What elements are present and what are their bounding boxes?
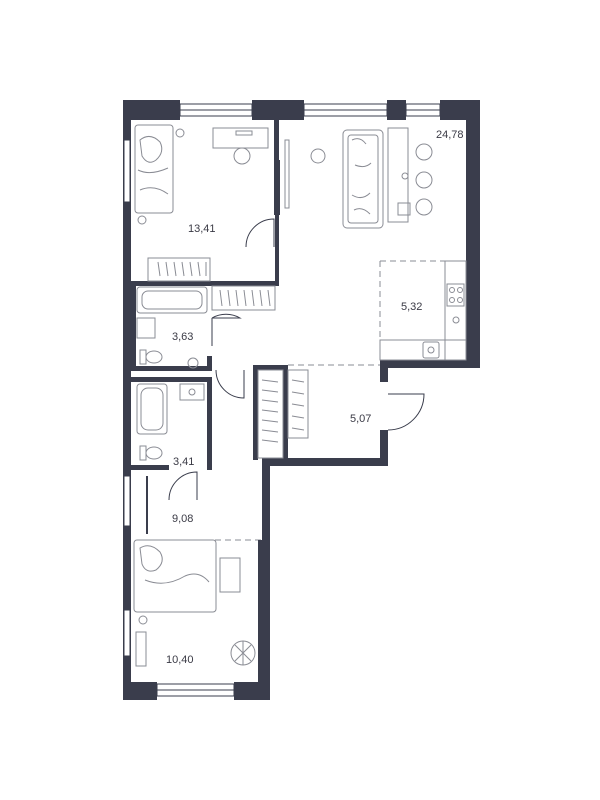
wall-segment	[380, 360, 388, 382]
toilet-icon	[139, 445, 163, 461]
wall-segment	[253, 365, 288, 370]
desk-chair-icon	[135, 631, 147, 667]
wall-segment	[283, 365, 288, 460]
plant-icon	[310, 148, 326, 164]
wall-segment	[146, 476, 148, 534]
window-icon	[123, 609, 131, 657]
wall-segment	[207, 377, 212, 470]
room-area-label: 9,08	[172, 513, 193, 525]
room-area-label: 5,32	[401, 301, 422, 313]
left-windows	[123, 139, 131, 657]
interior-walls	[131, 120, 288, 682]
room-area-label: 10,40	[166, 654, 194, 666]
bathtub-icon	[136, 383, 168, 435]
wall-segment	[131, 465, 169, 470]
wall-segment	[466, 100, 480, 368]
door-swing-icon	[215, 369, 245, 399]
plant-icon	[230, 640, 256, 666]
wall-segment	[123, 682, 157, 700]
bathtub-icon	[136, 286, 208, 314]
wall-segment	[274, 160, 280, 215]
sink-icon	[179, 383, 205, 401]
door-swing-icon	[211, 313, 242, 346]
top-windows	[179, 103, 441, 117]
wall-segment	[252, 100, 304, 120]
wall-segment	[131, 281, 136, 371]
stove-icon	[444, 260, 467, 361]
wall-segment	[274, 120, 279, 160]
wall-segment	[387, 100, 406, 120]
toilet-icon	[139, 349, 199, 369]
wardrobe-icon	[211, 285, 276, 311]
tv-icon	[284, 139, 290, 209]
door-swing-icon	[245, 218, 275, 248]
sink-icon	[379, 339, 467, 361]
window-icon	[123, 475, 131, 527]
wall-segment	[131, 281, 279, 286]
room-area-label: 3,63	[172, 331, 193, 343]
sink-icon	[136, 317, 156, 339]
room-area-label: 5,07	[350, 413, 371, 425]
wall-segment	[131, 366, 211, 371]
window-icon	[123, 139, 131, 203]
wall-segment	[380, 360, 480, 368]
wall-segment	[275, 215, 279, 285]
wall-segment	[262, 458, 270, 700]
door-swing-icon	[168, 471, 198, 501]
dining-table-icon	[387, 127, 433, 223]
room-area-label: 24,78	[436, 129, 464, 141]
room-area-label: 3,41	[173, 456, 194, 468]
wall-segment	[262, 458, 388, 466]
zone-outlines	[215, 260, 445, 541]
wall-segment	[234, 682, 270, 700]
wall-segment	[380, 430, 388, 466]
sofa-icon	[342, 129, 384, 229]
door-swing-icon	[387, 393, 425, 431]
room-area-label: 13,41	[188, 223, 216, 235]
desk-chair-icon	[212, 127, 269, 165]
kitchen-zone-outline	[379, 260, 445, 345]
bed-icon	[134, 124, 174, 214]
wall-segment	[131, 377, 211, 382]
lamp-icon	[138, 615, 148, 625]
doors	[168, 218, 425, 501]
wall-segment	[123, 100, 180, 120]
walls	[123, 100, 480, 700]
wall-segment	[258, 540, 262, 682]
bottom-window	[156, 683, 235, 697]
wardrobe-icon	[257, 369, 309, 459]
wall-segment	[123, 100, 131, 700]
wall-segment	[207, 356, 212, 371]
lamp-icon	[137, 128, 185, 225]
wardrobe-icon	[147, 257, 211, 282]
wall-segment	[253, 365, 258, 460]
bed-icon	[133, 539, 241, 613]
